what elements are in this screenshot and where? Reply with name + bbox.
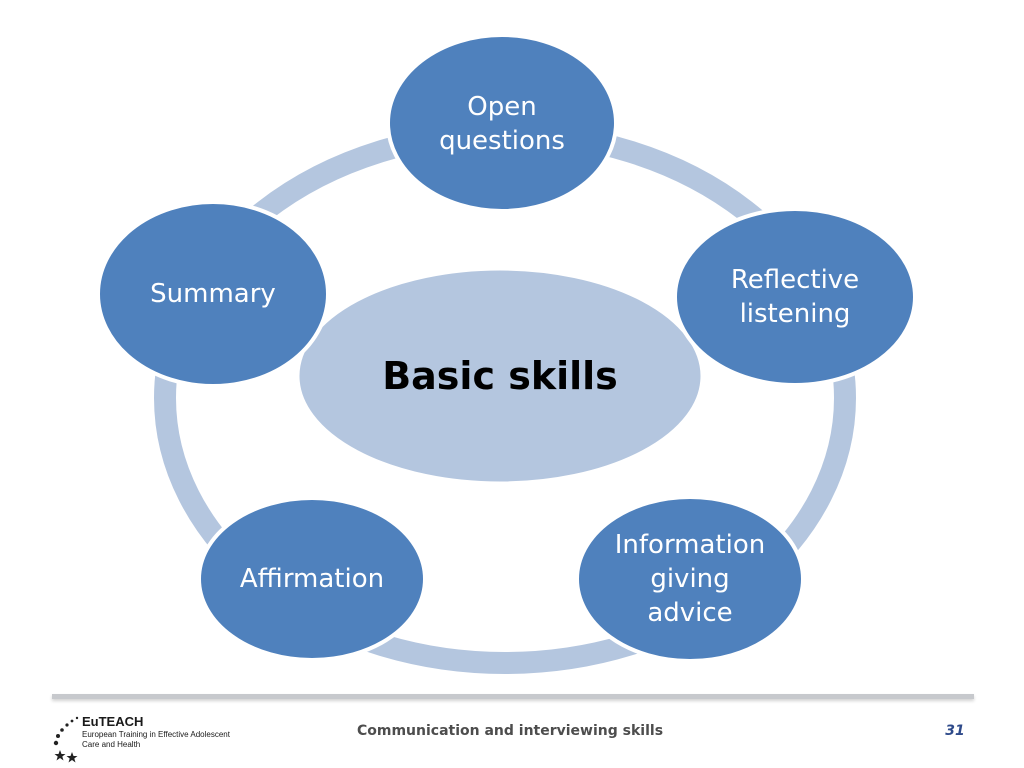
node-label-reflective-listening: Reflective listening: [730, 265, 860, 329]
node-circle-open-questions: [386, 33, 618, 213]
node-label-affirmation: Affirmation: [239, 564, 385, 594]
node-circle-information-giving-advice: [575, 495, 805, 663]
footer-title: Communication and interviewing skills: [356, 723, 664, 739]
center-label: Basic skills: [382, 354, 618, 398]
node-label-open-questions: Open questions: [439, 92, 565, 156]
node-circle-affirmation: [197, 496, 427, 662]
node-label-information-giving-advice: Information giving advice: [614, 530, 766, 628]
cycle-diagram: Basic skills Open questions Reflective l…: [96, 33, 917, 674]
node-circle-summary: [96, 200, 330, 388]
footer-divider: [52, 694, 974, 699]
logo-subtitle: European Training in Effective Adolescen…: [82, 730, 230, 749]
logo-name: EuTEACH: [82, 714, 144, 729]
node-label-summary: Summary: [150, 279, 276, 309]
page-number: 31: [945, 723, 965, 739]
star-arc-icon: [53, 716, 79, 763]
node-circle-reflective-listening: [673, 207, 917, 387]
center-ellipse: [296, 267, 704, 485]
euteach-logo: EuTEACH European Training in Effective A…: [48, 712, 248, 766]
diagram-canvas: [96, 33, 917, 674]
